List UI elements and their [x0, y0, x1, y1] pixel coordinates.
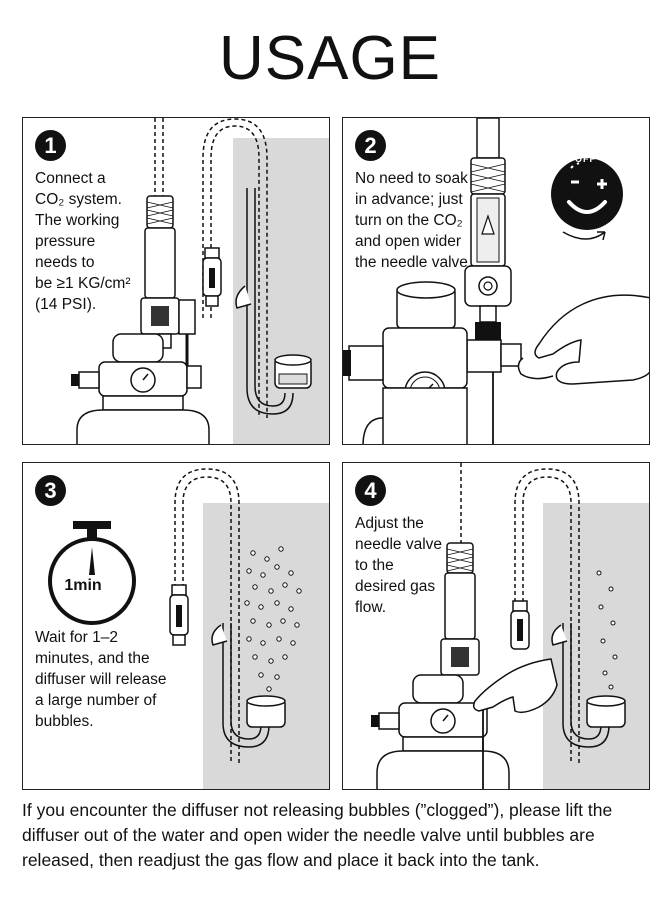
step-3-badge: 3 [35, 475, 66, 506]
step-4-badge: 4 [355, 475, 386, 506]
step-4-text: Adjust the needle valve to the desired g… [355, 515, 443, 616]
bubble-cloud [244, 546, 302, 692]
step-1-panel: 1 Connect a CO₂ system. The working pres… [22, 117, 330, 445]
needle-valve-illustration [343, 118, 649, 444]
co2-connection-illustration [71, 118, 329, 444]
step-2-text: No need to soak in advance; just turn on… [355, 170, 473, 271]
step-2-panel: 2 No need to soak in advance; just turn … [342, 117, 650, 445]
step-1-badge: 1 [35, 130, 66, 161]
page-title: USAGE [218, 24, 442, 93]
knob-off-label: OFF [575, 154, 596, 164]
bubbles-illustration [48, 468, 329, 789]
step-3-text: Wait for 1–2 minutes, and the diffuser w… [35, 629, 167, 730]
clogged-note: If you encounter the diffuser not releas… [22, 800, 613, 870]
step-3-panel: 3 1min Wait for 1–2 minutes, and the dif… [22, 462, 330, 790]
adjust-flow-illustration [371, 463, 649, 789]
bubble-stream [596, 570, 618, 690]
step-4-panel: 4 Adjust the needle valve to the desired… [342, 462, 650, 790]
step-1-text: Connect a CO₂ system. The working pressu… [35, 170, 131, 313]
timer-label: 1min [64, 577, 102, 594]
step-2-badge: 2 [355, 130, 386, 161]
